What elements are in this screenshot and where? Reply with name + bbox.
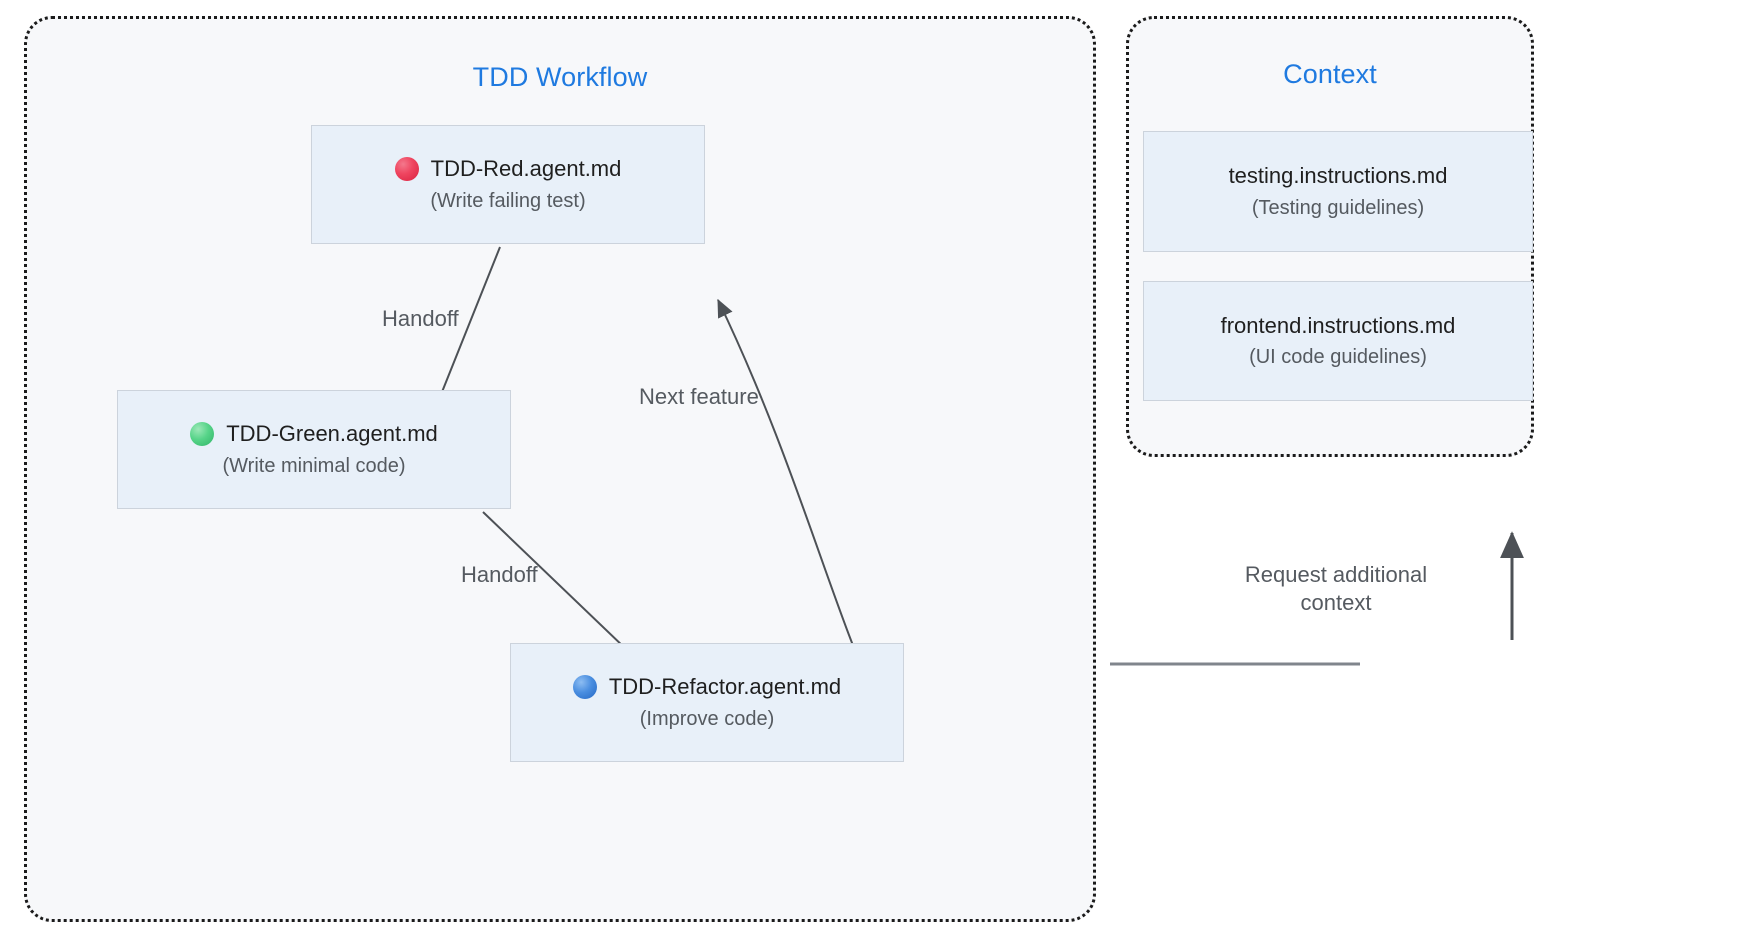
blue-circle-icon — [572, 674, 597, 699]
node-tdd-red-title: TDD-Red.agent.md — [430, 156, 622, 182]
node-tdd-green-subtitle: (Write minimal code) — [222, 454, 406, 477]
subgraph-title-context: Context — [1283, 59, 1377, 89]
node-tdd-refactor-subtitle: (Improve code) — [639, 707, 775, 730]
node-tdd-red-subtitle: (Write failing test) — [430, 189, 586, 212]
node-frontend-instructions-title: frontend.instructions.md — [1220, 312, 1456, 338]
node-testing-instructions[interactable]: testing.instructions.md (Testing guideli… — [1143, 131, 1533, 252]
green-circle-icon — [190, 421, 215, 446]
node-tdd-refactor-title: TDD-Refactor.agent.md — [608, 674, 842, 700]
red-circle-icon — [394, 156, 419, 181]
node-tdd-red[interactable]: TDD-Red.agent.md (Write failing test) — [311, 125, 705, 244]
node-tdd-green-title-row: TDD-Green.agent.md — [190, 421, 438, 446]
node-tdd-green-title: TDD-Green.agent.md — [226, 421, 438, 447]
node-frontend-instructions-subtitle: (UI code guidelines) — [1249, 346, 1427, 369]
edge-label-handoff-red-green: Handoff — [382, 306, 459, 331]
node-tdd-refactor[interactable]: TDD-Refactor.agent.md (Improve code) — [510, 643, 904, 762]
node-tdd-refactor-title-row: TDD-Refactor.agent.md — [572, 674, 842, 700]
node-testing-instructions-title: testing.instructions.md — [1228, 163, 1448, 189]
node-frontend-instructions[interactable]: frontend.instructions.md (UI code guidel… — [1143, 281, 1533, 401]
node-tdd-green[interactable]: TDD-Green.agent.md (Write minimal code) — [117, 390, 511, 509]
edge-label-handoff-green-refactor: Handoff — [461, 562, 538, 587]
node-testing-instructions-subtitle: (Testing guidelines) — [1251, 196, 1425, 219]
node-tdd-red-title-row: TDD-Red.agent.md — [394, 156, 622, 182]
subgraph-title-tdd-workflow: TDD Workflow — [472, 62, 648, 92]
edge-label-request-context: Request additional context — [1244, 562, 1428, 615]
edge-label-next-feature: Next feature — [639, 384, 759, 409]
